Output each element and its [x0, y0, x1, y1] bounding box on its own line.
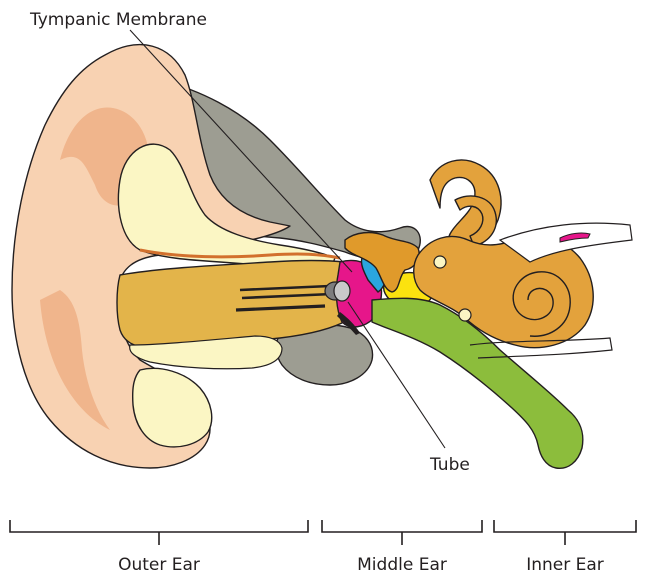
outer-ear-bracket [10, 520, 308, 545]
tube-label: Tube [429, 455, 470, 475]
middle-ear-bracket [322, 520, 482, 545]
tympanic-membrane-label: Tympanic Membrane [29, 10, 207, 30]
lower-concha [133, 368, 212, 446]
middle-ear-label: Middle Ear [357, 555, 447, 575]
outer-ear-label: Outer Ear [118, 555, 200, 575]
inner-ear-label: Inner Ear [526, 555, 604, 575]
inner-ear-bracket [494, 520, 636, 545]
